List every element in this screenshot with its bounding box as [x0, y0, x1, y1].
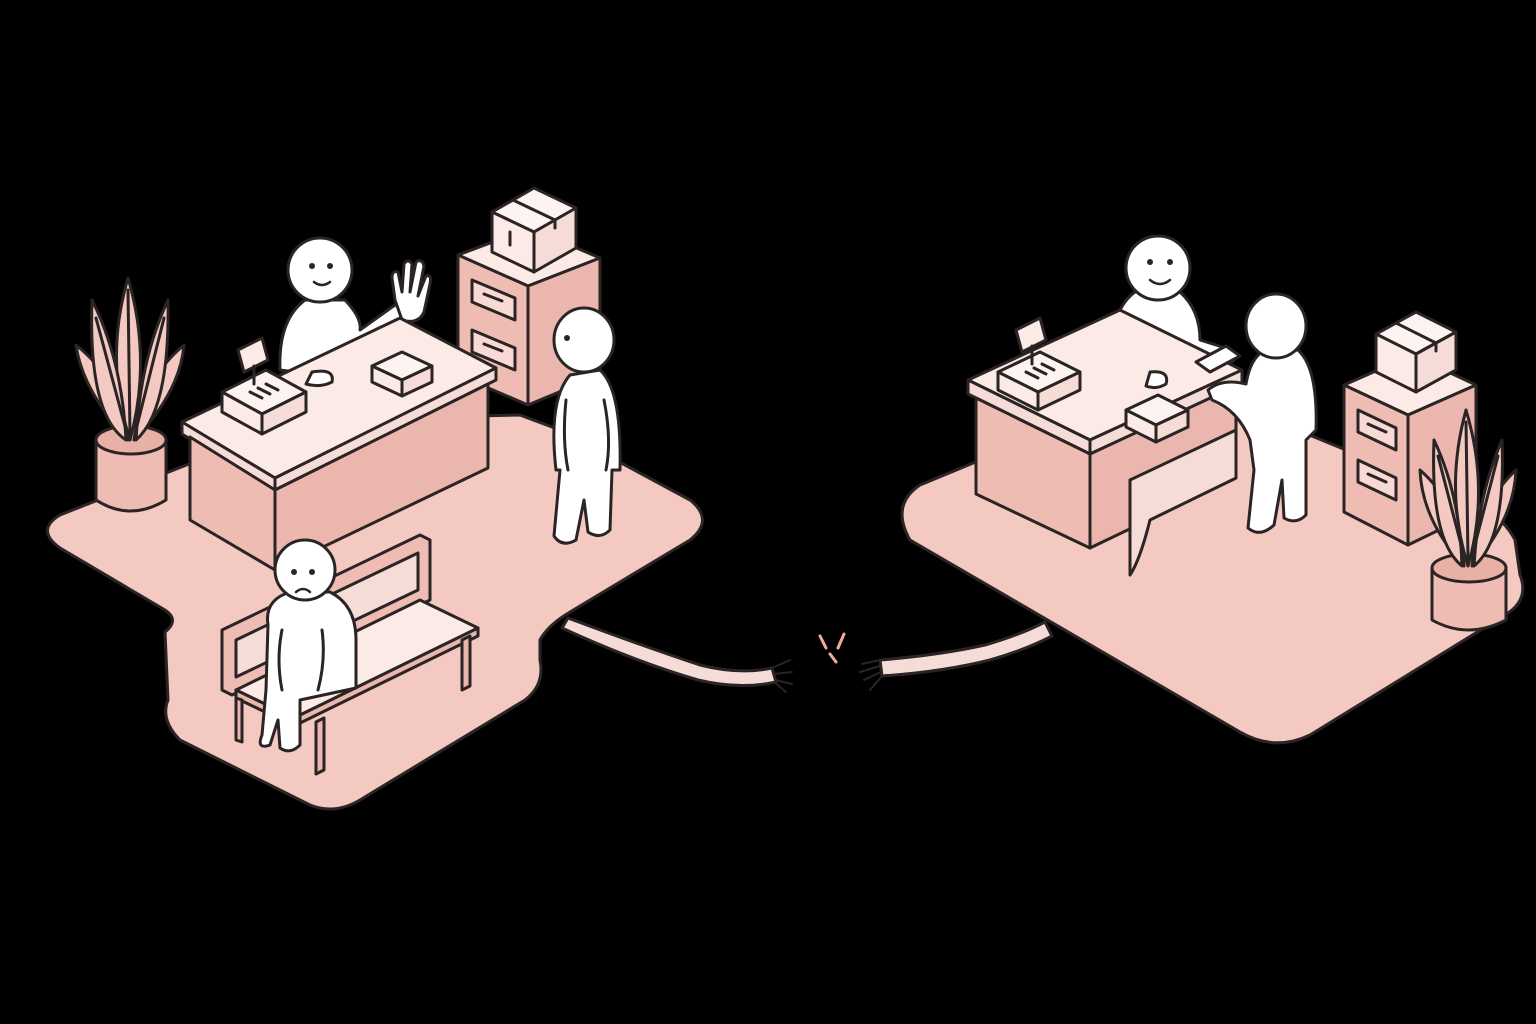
right-customer — [1194, 292, 1318, 534]
drawer — [470, 278, 517, 322]
left-standing-customer — [552, 306, 622, 545]
right-parcel-box — [1124, 393, 1190, 444]
leaf-vein — [94, 316, 128, 432]
standing-customer-body — [552, 368, 622, 545]
bench-leg — [234, 696, 244, 744]
drawer — [1356, 408, 1398, 452]
drawer-handle — [482, 342, 504, 353]
bench-leg — [460, 634, 472, 692]
left-cable-wire — [771, 659, 793, 693]
right-cable-wire — [859, 659, 883, 691]
sad-person-head — [273, 538, 337, 602]
left-clerk-head — [286, 236, 354, 304]
left-sad-person — [258, 538, 358, 753]
drawer — [1356, 458, 1398, 502]
leaf-vein — [134, 316, 166, 432]
left-cable — [560, 616, 778, 688]
standing-customer-head — [552, 306, 616, 374]
left-plant — [74, 276, 186, 513]
leaf-vein — [1436, 454, 1466, 558]
desk-side — [273, 382, 490, 572]
right-cable — [878, 620, 1054, 678]
leaf-vein — [126, 288, 132, 437]
right-office — [859, 234, 1525, 745]
right-customer-head — [1244, 292, 1308, 360]
broken-cable-icon — [818, 632, 846, 664]
leaf-vein — [1464, 420, 1470, 562]
left-cash-register — [220, 336, 308, 436]
drawer — [470, 328, 517, 372]
right-cardboard-box — [1374, 310, 1458, 394]
left-office — [46, 186, 793, 811]
right-cash-register — [996, 316, 1082, 412]
left-cardboard-box — [490, 186, 578, 274]
left-plant-pot — [94, 438, 168, 513]
leaf-vein — [1470, 454, 1500, 558]
right-plant-pot — [1430, 566, 1508, 632]
sad-person-body — [258, 590, 358, 753]
bench-leg — [314, 716, 326, 776]
right-customer-body — [1206, 348, 1318, 534]
drawer-handle — [1366, 422, 1388, 434]
handed-card — [1194, 344, 1242, 374]
drawer-handle — [1366, 472, 1388, 484]
stop-hand — [390, 259, 432, 323]
drawer-handle — [482, 292, 504, 303]
right-plant — [1418, 408, 1518, 632]
right-clerk-head — [1124, 234, 1192, 302]
left-parcel-box — [370, 350, 434, 398]
